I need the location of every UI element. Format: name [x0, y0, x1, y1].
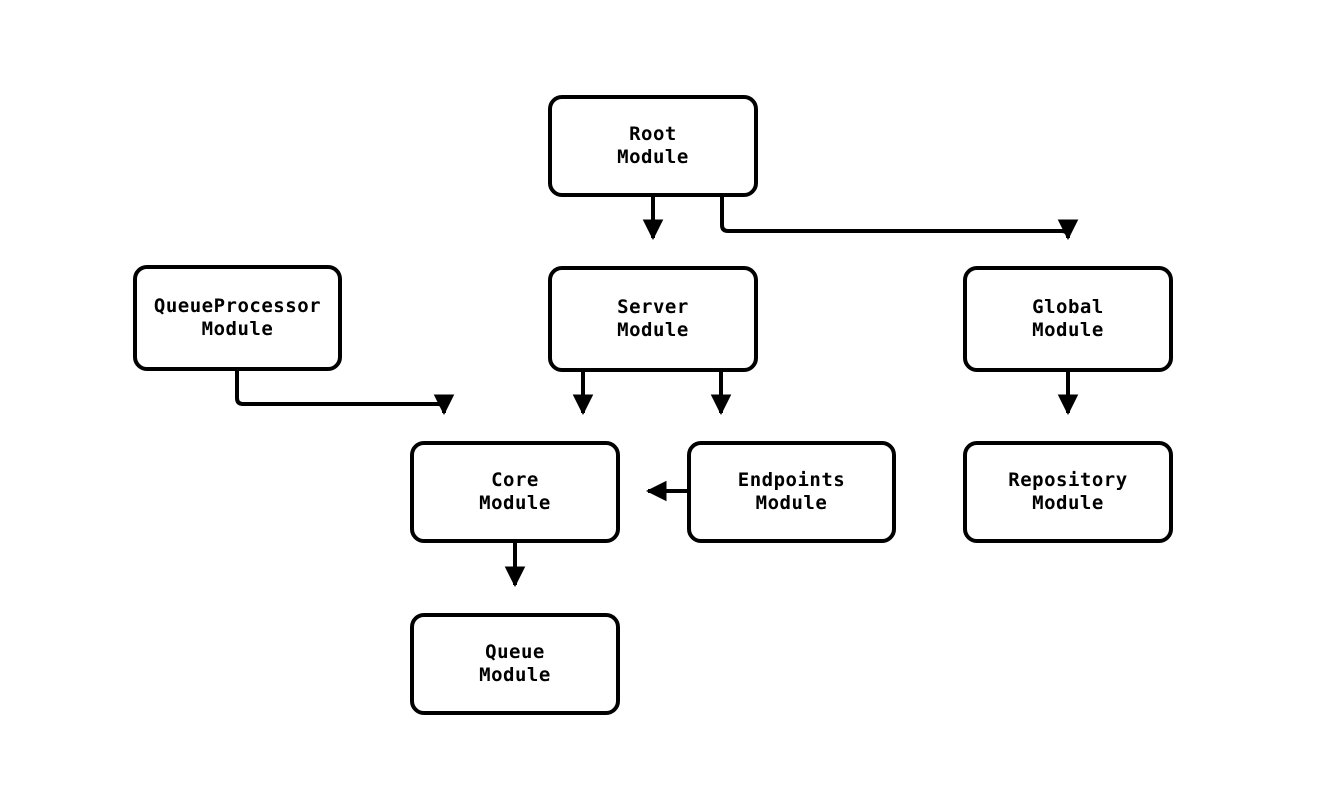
node-endpoints-module[interactable]: Endpoints Module	[687, 441, 896, 543]
node-queueprocessor-module-label: QueueProcessor Module	[153, 295, 322, 340]
node-root-module[interactable]: Root Module	[548, 95, 758, 197]
node-endpoints-module-label: Endpoints Module	[737, 469, 846, 514]
node-root-module-label: Root Module	[617, 123, 689, 168]
node-server-module-label: Server Module	[617, 296, 689, 341]
node-queueprocessor-module[interactable]: QueueProcessor Module	[133, 265, 342, 371]
node-core-module[interactable]: Core Module	[410, 441, 620, 543]
node-server-module[interactable]: Server Module	[548, 266, 758, 372]
edge-queueprocessor-to-core	[235, 371, 455, 416]
node-repository-module-label: Repository Module	[1008, 469, 1128, 514]
node-global-module[interactable]: Global Module	[963, 266, 1173, 372]
node-queue-module-label: Queue Module	[479, 641, 551, 686]
node-core-module-label: Core Module	[479, 469, 551, 514]
node-queue-module[interactable]: Queue Module	[410, 613, 620, 715]
node-global-module-label: Global Module	[1032, 296, 1104, 341]
edge-root-to-global	[720, 197, 1079, 241]
node-repository-module[interactable]: Repository Module	[963, 441, 1173, 543]
